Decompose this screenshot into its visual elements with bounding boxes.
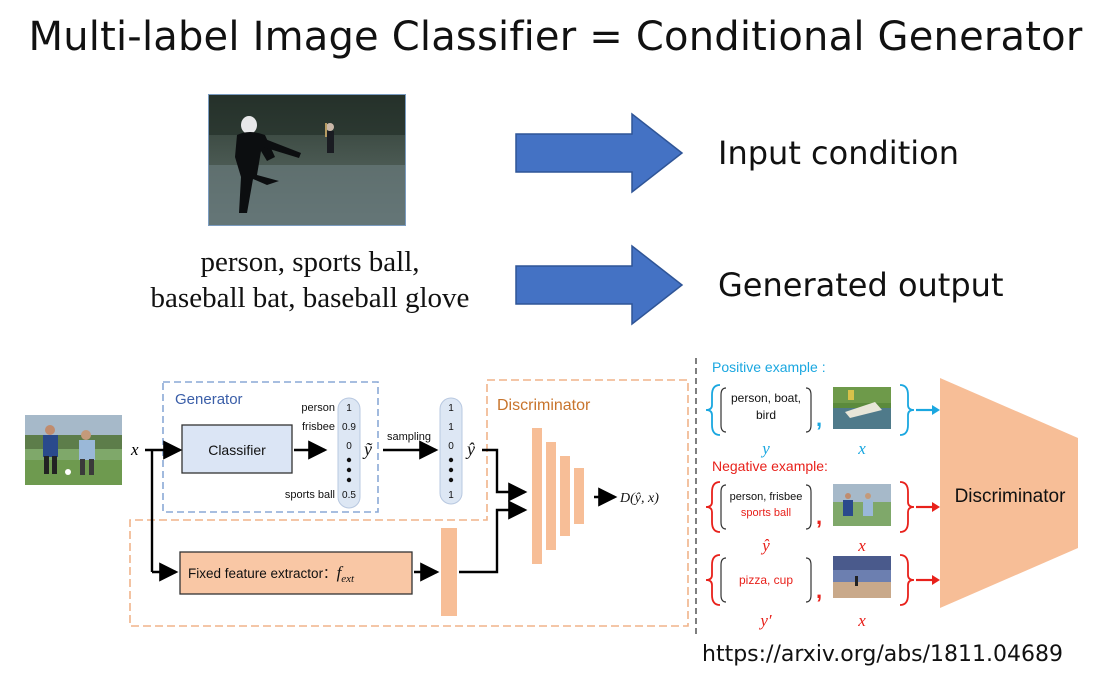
x-input-label: x	[130, 440, 139, 459]
positive-photo	[833, 387, 891, 429]
negative2-x-label: x	[857, 611, 866, 630]
sampled-3: 1	[448, 490, 454, 501]
labels-line-2: baseball bat, baseball glove	[150, 282, 470, 314]
prob-vector	[337, 397, 361, 509]
generated-output-label: Generated output	[718, 266, 1004, 304]
feature-extractor-box	[179, 551, 413, 595]
y-hat-label: ŷ	[465, 439, 475, 459]
discriminator-layers	[532, 428, 584, 564]
feature-block	[441, 528, 457, 616]
classifier-box	[181, 424, 293, 474]
discriminator-shape	[940, 378, 1078, 608]
svg-text:,: ,	[816, 578, 822, 603]
negative-photo-1	[833, 484, 891, 526]
gan-diagram: x Generator Discriminator Classifier per…	[25, 379, 689, 627]
discriminator-label: Discriminator	[497, 397, 591, 414]
positive-labels-line2: bird	[756, 408, 776, 422]
soccer-photo	[25, 415, 122, 485]
negative-labels-black: person, frisbee	[730, 491, 803, 503]
discriminator-output: D(ŷ, x)	[619, 491, 659, 506]
svg-text:,: ,	[816, 406, 822, 431]
svg-text:,: ,	[816, 504, 822, 529]
class-person: person	[301, 402, 335, 414]
negative2-y-label: y′	[758, 611, 772, 630]
prob-3: 0.5	[342, 490, 356, 501]
discriminator-region	[129, 379, 689, 627]
discriminator-big-label: Discriminator	[955, 486, 1067, 507]
negative-y-label: ŷ	[760, 536, 770, 555]
class-sports-ball: sports ball	[285, 489, 335, 501]
positive-labels-line1: person, boat,	[731, 391, 801, 405]
generator-box	[162, 381, 379, 513]
prob-0: 1	[346, 403, 352, 414]
examples-panel: Positive example : person, boat, bird , …	[705, 359, 1078, 630]
arrow-input-condition	[515, 112, 684, 194]
generator-label: Generator	[175, 391, 243, 408]
negative-photo-2	[833, 556, 891, 598]
positive-example-title: Positive example :	[712, 359, 826, 375]
prob-2: 0	[346, 441, 352, 452]
positive-x-label: x	[857, 439, 866, 458]
paper-url: https://arxiv.org/abs/1811.04689	[702, 642, 1064, 667]
sampled-1: 1	[448, 422, 454, 433]
input-condition-label: Input condition	[718, 134, 959, 172]
negative-x-label: x	[857, 536, 866, 555]
positive-y-label: y	[760, 439, 770, 458]
image-labels: person, sports ball, baseball bat, baseb…	[100, 244, 520, 316]
y-tilde-label: ỹ	[362, 439, 373, 459]
separator-line	[695, 358, 697, 638]
sampling-label: sampling	[387, 431, 431, 443]
negative-example-title: Negative example:	[712, 458, 828, 474]
sampled-2: 0	[448, 441, 454, 452]
sampled-vector	[439, 397, 463, 505]
arrow-generated-output	[515, 244, 684, 326]
prob-1: 0.9	[342, 422, 356, 433]
class-frisbee: frisbee	[302, 421, 335, 433]
classifier-label: Classifier	[208, 442, 266, 458]
negative2-labels: pizza, cup	[739, 573, 793, 587]
baseball-photo	[208, 94, 406, 226]
feature-extractor-label: Fixed feature extractor：fext	[188, 563, 355, 585]
sampled-0: 1	[448, 403, 454, 414]
negative-labels-red: sports ball	[741, 507, 791, 519]
page-title: Multi-label Image Classifier = Condition…	[28, 14, 1083, 60]
labels-line-1: person, sports ball,	[200, 246, 420, 278]
